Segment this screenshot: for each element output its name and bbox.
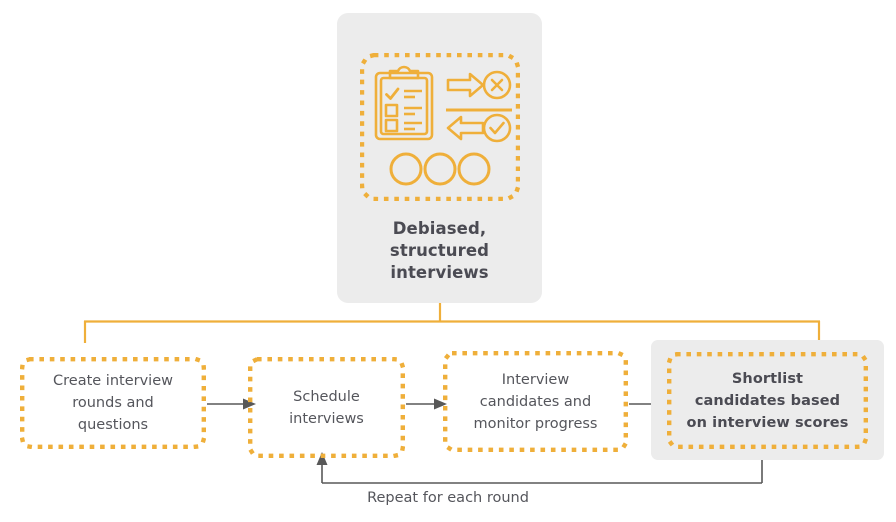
step-label-line-1: Create interview (53, 373, 173, 389)
step-label-line-2: candidates and (479, 393, 592, 410)
hero-card: Debiased, structured interviews (337, 13, 542, 303)
process-step-shortlist-candidates[interactable]: Shortlist candidates based on interview … (667, 352, 868, 449)
feedback-loop-label: Repeat for each round (367, 490, 529, 506)
feedback-loop-label-wrap: Repeat for each round (0, 490, 896, 506)
step-label-line-1: Interview (501, 371, 570, 388)
step-label-line-1: Schedule (293, 388, 360, 405)
arrow-step2-to-step3 (406, 398, 447, 410)
step-label-line-1: Shortlist (731, 370, 804, 387)
hero-caption-line-1: Debiased, (392, 219, 487, 238)
orange-bracket (83, 303, 821, 343)
left-arrow-approve-icon (446, 113, 512, 143)
process-step-interview-candidates[interactable]: Interview candidates and monitor progres… (443, 351, 628, 452)
hero-icon-group (360, 53, 520, 201)
step-label-line-2: interviews (289, 410, 364, 427)
step-label-line-2: candidates based (694, 392, 841, 409)
process-step-create-rounds[interactable]: Create interview rounds and questions (20, 357, 206, 449)
step-label-line-2: rounds and (72, 395, 154, 411)
hero-caption-line-3: interviews (390, 263, 489, 282)
step-label-line-3: on interview scores (686, 414, 849, 431)
hero-caption-line-2: structured (389, 241, 490, 260)
clipboard-checklist-icon (374, 65, 434, 141)
dotted-frame (360, 53, 520, 201)
step-label-line-3: questions (77, 417, 149, 433)
hero-caption: Debiased, structured interviews (337, 218, 542, 284)
right-arrow-reject-icon (446, 70, 512, 100)
process-step-schedule-interviews[interactable]: Schedule interviews (248, 357, 405, 458)
three-circles-icon (389, 152, 491, 186)
step-label-line-3: monitor progress (473, 415, 598, 432)
